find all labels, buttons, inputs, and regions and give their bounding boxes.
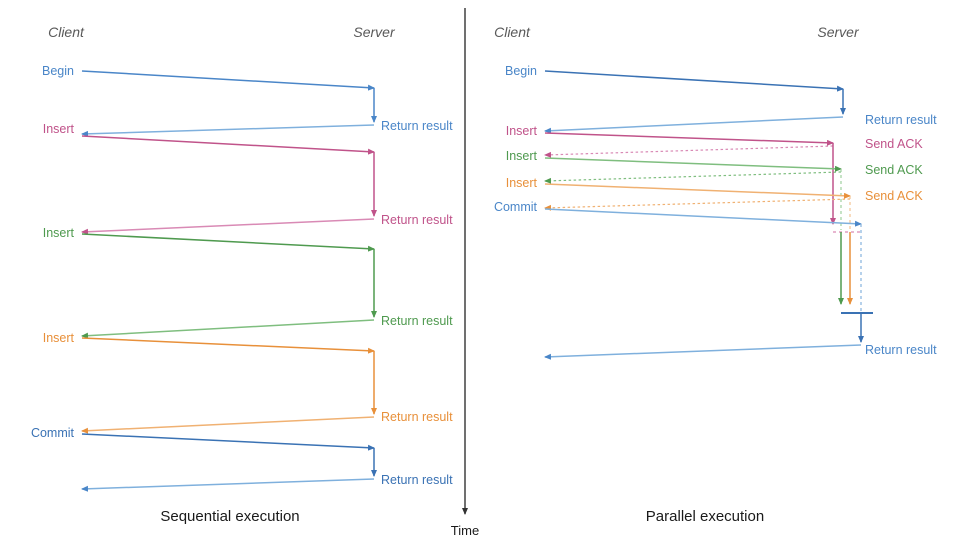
caption-sequential: Sequential execution — [160, 508, 299, 525]
seq-server-label-return-5: Return result — [381, 473, 453, 487]
par-begin-exchange — [544, 70, 846, 134]
par-client-label-insert-2: Insert — [506, 149, 538, 163]
seq-client-label-begin: Begin — [42, 64, 74, 78]
par-insert-1-request-arrow — [544, 132, 834, 146]
seq-insert-3-exchange — [81, 337, 377, 434]
seq-server-label-return-3: Return result — [381, 314, 453, 328]
seq-commit-request-arrow — [81, 433, 375, 451]
par-server-label-return-1: Return result — [865, 113, 937, 127]
seq-commit-response-arrow — [81, 478, 375, 492]
par-client-label-insert-1: Insert — [506, 124, 538, 138]
par-begin-request-arrow — [544, 70, 844, 92]
par-insert-3-ack-arrow — [544, 198, 851, 211]
par-client-label-begin: Begin — [505, 64, 537, 78]
seq-client-label-insert-3: Insert — [43, 331, 75, 345]
par-insert-2-ack-arrow — [544, 171, 842, 184]
seq-insert-2-exchange — [81, 233, 377, 339]
par-server-actor-label: Server — [817, 24, 860, 40]
text-layer: Client Server Begin Insert Insert Insert… — [31, 24, 937, 538]
par-insert-3-request-arrow — [544, 183, 851, 199]
par-server-label-ack-1: Send ACK — [865, 137, 923, 151]
par-insert-3-exchange — [544, 183, 853, 305]
seq-client-actor-label: Client — [48, 24, 85, 40]
seq-client-label-insert-2: Insert — [43, 226, 75, 240]
panel-parallel — [544, 70, 873, 360]
par-commit-exchange — [544, 208, 873, 360]
seq-client-label-insert-1: Insert — [43, 122, 75, 136]
par-insert-2-request-arrow — [544, 157, 842, 172]
par-insert-1-ack-arrow — [544, 145, 834, 158]
seq-insert-3-request-arrow — [81, 337, 375, 354]
par-client-label-insert-3: Insert — [506, 176, 538, 190]
par-insert-1-exchange — [544, 132, 861, 233]
par-commit-response-arrow — [544, 344, 862, 360]
seq-server-label-return-4: Return result — [381, 410, 453, 424]
par-client-actor-label: Client — [494, 24, 531, 40]
seq-begin-response-arrow — [81, 124, 375, 137]
par-server-label-ack-3: Send ACK — [865, 189, 923, 203]
seq-insert-1-response-arrow — [81, 218, 375, 235]
seq-insert-1-exchange — [81, 135, 377, 235]
par-begin-response-arrow — [544, 116, 844, 134]
par-server-label-return-2: Return result — [865, 343, 937, 357]
seq-server-label-return-2: Return result — [381, 213, 453, 227]
caption-parallel: Parallel execution — [646, 508, 764, 525]
seq-insert-3-response-arrow — [81, 416, 375, 434]
seq-insert-2-response-arrow — [81, 319, 375, 339]
seq-commit-exchange — [81, 433, 377, 492]
seq-insert-2-request-arrow — [81, 233, 375, 252]
seq-server-actor-label: Server — [353, 24, 396, 40]
seq-begin-exchange — [81, 70, 377, 137]
par-commit-request-arrow — [544, 208, 862, 227]
seq-insert-1-request-arrow — [81, 135, 375, 155]
par-client-label-commit: Commit — [494, 200, 538, 214]
seq-server-label-return-1: Return result — [381, 119, 453, 133]
par-insert-2-exchange — [544, 157, 844, 305]
time-axis-label: Time — [451, 523, 479, 538]
seq-begin-request-arrow — [81, 70, 375, 91]
par-server-label-ack-2: Send ACK — [865, 163, 923, 177]
panel-sequential — [81, 70, 377, 492]
seq-client-label-commit: Commit — [31, 426, 75, 440]
